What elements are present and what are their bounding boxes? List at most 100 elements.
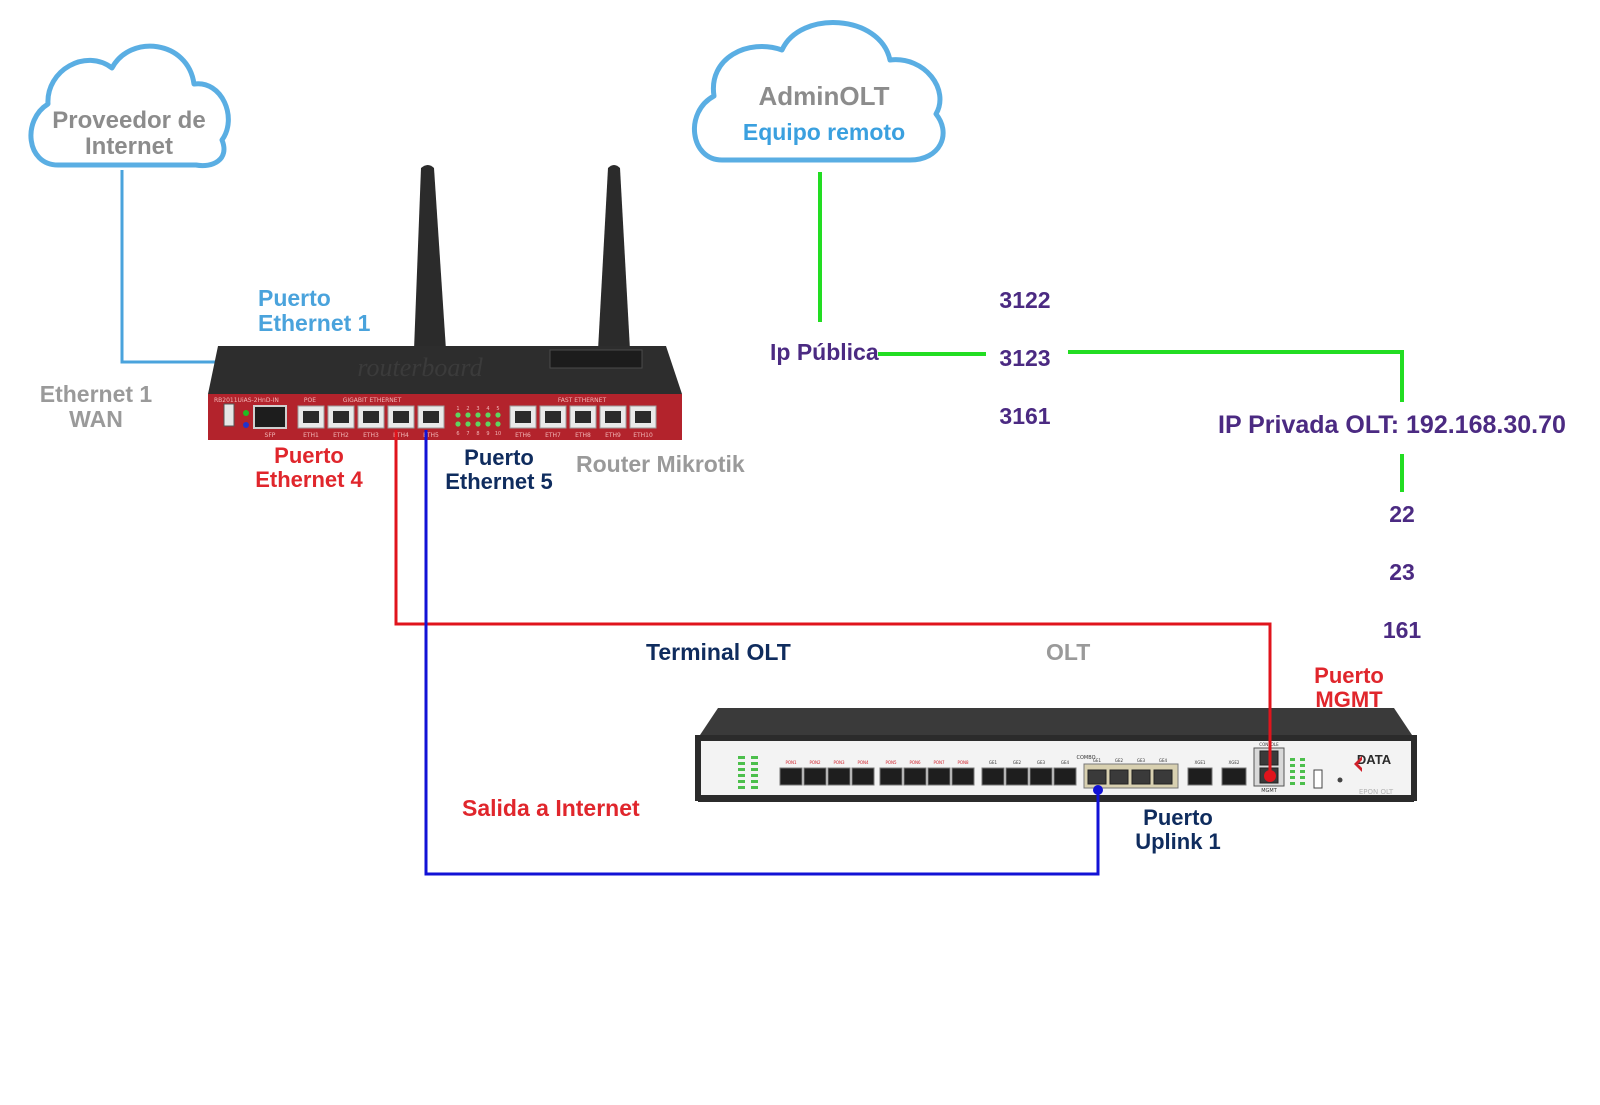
router-led [485, 412, 491, 418]
olt-pon-port [827, 767, 851, 786]
olt-ge-label: GE2 [1013, 760, 1022, 765]
olt-status-led [1300, 764, 1305, 767]
olt-combo-rj45-port [1153, 769, 1173, 785]
olt-pon-label: PON3 [833, 760, 845, 765]
router-antenna-left [414, 165, 446, 350]
olt-reset-button [1337, 777, 1343, 783]
router-led [475, 412, 481, 418]
olt-status-led [738, 780, 745, 783]
router-led-number: 1 [456, 406, 459, 412]
router-led [485, 421, 491, 427]
router-led-number: 9 [486, 431, 489, 437]
router-port-label: ETH5 [423, 432, 439, 439]
router-port-socket [393, 411, 409, 423]
router-model-label: RB2011UiAS-2HnD-IN [214, 397, 279, 404]
olt-xge-label: XGE1 [1195, 760, 1206, 765]
terminal-olt-label: Terminal OLT [646, 639, 791, 665]
isp-cloud-label: Proveedor de Internet [40, 108, 218, 160]
router-led-number: 7 [466, 431, 469, 437]
olt-status-led [751, 768, 758, 771]
router-port-socket [363, 411, 379, 423]
router-port-label: ETH6 [515, 432, 531, 439]
olt-status-led [751, 786, 758, 789]
router-poe-label: POE [304, 397, 316, 404]
olt-pon-label: PON6 [909, 760, 921, 765]
puerto-uplink1-line2: Uplink 1 [1135, 828, 1221, 854]
puerto-ethernet4-line2: Ethernet 4 [255, 466, 363, 492]
olt-combo-rj45-port [1109, 769, 1129, 785]
router-port-socket [575, 411, 591, 423]
puerto-ethernet5-line1: Puerto [464, 445, 534, 470]
router-fast-label: FAST ETHERNET [558, 397, 607, 404]
olt-status-led [751, 774, 758, 777]
router-port-label: ETH1 [303, 432, 319, 439]
olt-xge-port [1221, 767, 1247, 786]
puerto-ethernet4-line1: Puerto [274, 443, 344, 468]
olt-status-led [738, 786, 745, 789]
puerto-uplink1-line1: Puerto [1143, 805, 1213, 830]
olt-status-led [1290, 758, 1295, 761]
olt-status-led [1300, 776, 1305, 779]
router-port-label: ETH10 [633, 432, 653, 439]
olt-status-led [738, 756, 745, 759]
olt-status-led [1290, 764, 1295, 767]
router-port-socket [545, 411, 561, 423]
olt-pon-label: PON4 [857, 760, 869, 765]
router-port-label: ETH9 [605, 432, 621, 439]
olt-pon-port [951, 767, 975, 786]
ip-privada-label: IP Privada OLT: 192.168.30.70 [1218, 411, 1566, 439]
public-port-3123: 3123 [999, 345, 1051, 371]
puerto-ethernet1-line2: Ethernet 1 [258, 309, 371, 336]
olt-status-led [1300, 758, 1305, 761]
router-sfp-label: SFP [265, 432, 276, 439]
olt-combo-port-label: GE2 [1115, 758, 1124, 763]
olt-pon-label: PON8 [957, 760, 969, 765]
ethernet1-wan-line1: Ethernet 1 [39, 381, 153, 407]
olt-status-led [1300, 770, 1305, 773]
router-name-label: Router Mikrotik [576, 451, 745, 477]
puerto-ethernet5-line2: Ethernet 5 [445, 468, 553, 494]
router-led [455, 421, 461, 427]
olt-ge-sfp-port [1005, 767, 1029, 786]
router-power-led [243, 410, 249, 416]
olt-xge-port [1187, 767, 1213, 786]
olt-pon-port [803, 767, 827, 786]
blue-cable-connector [1093, 785, 1103, 795]
router-port-label: ETH4 [393, 432, 409, 439]
olt-combo-rj45-port [1087, 769, 1107, 785]
router-user-led [243, 422, 249, 428]
olt-pon-label: PON7 [933, 760, 945, 765]
puerto-uplink1-label: Puerto Uplink 1 [1124, 806, 1232, 854]
isp-cloud [28, 43, 231, 169]
private-port-161: 161 [1382, 617, 1422, 643]
olt-combo-port-label: GE4 [1159, 758, 1168, 763]
olt-bottom-trim [698, 796, 1414, 802]
red-cable-mgmt [394, 430, 1272, 775]
olt-status-led [738, 762, 745, 765]
router-port-socket [423, 411, 439, 423]
ethernet1-wan-label: Ethernet 1 WAN [36, 382, 156, 432]
router-mikrotik: routerboard RB2011UiAS-2HnD-IN POE GIGAB… [208, 165, 682, 440]
olt-ge-sfp-port [1053, 767, 1077, 786]
olt-combo-port-label: GE1 [1093, 758, 1102, 763]
router-led [465, 412, 471, 418]
ip-publica-label: Ip Pública [770, 339, 879, 365]
router-antenna-right [598, 165, 630, 350]
puerto-ethernet1-label: Puerto Ethernet 1 [258, 286, 370, 336]
router-brand-text: routerboard [357, 353, 483, 382]
public-port-3122: 3122 [999, 287, 1051, 313]
olt-status-led [751, 756, 758, 759]
olt-ge-label: GE1 [989, 760, 998, 765]
router-usb-port [223, 403, 235, 427]
router-port-label: ETH2 [333, 432, 349, 439]
router-led [475, 421, 481, 427]
olt-status-led [738, 768, 745, 771]
router-port-socket [303, 411, 319, 423]
isp-cloud-line1: Proveedor de [52, 107, 206, 134]
olt-pon-label: PON5 [885, 760, 897, 765]
router-port-socket [635, 411, 651, 423]
puerto-ethernet5-label: Puerto Ethernet 5 [434, 446, 564, 494]
private-port-22: 22 [1389, 501, 1415, 527]
